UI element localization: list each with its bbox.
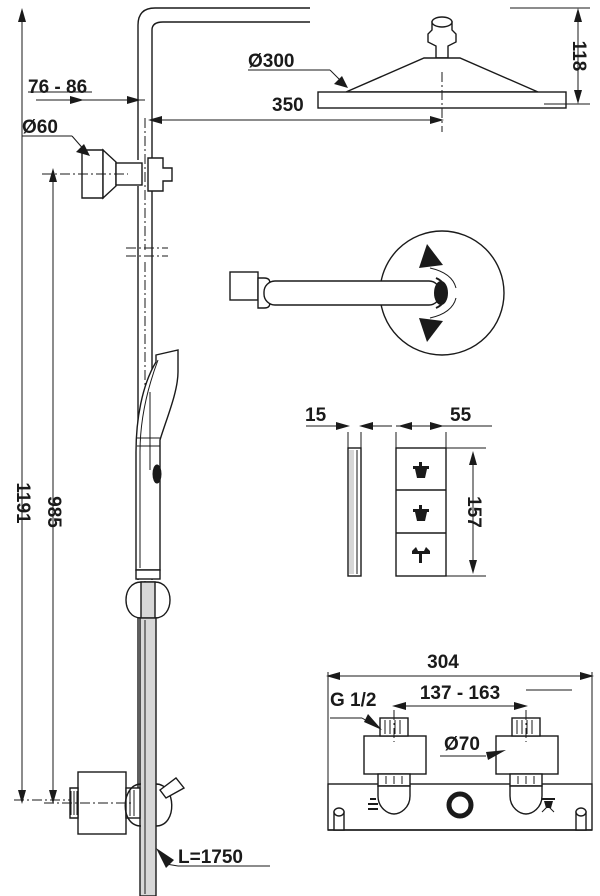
dim-label-hose: L=1750	[178, 847, 243, 868]
dim-label-985: 985	[43, 496, 64, 528]
dimension-head-height: 118	[510, 7, 590, 105]
dimension-bracket-diameter: Ø60	[22, 117, 90, 156]
hand-shower-icon	[413, 505, 429, 521]
thermostatic-valve-detail-view	[327, 710, 593, 831]
arm-swivel-detail-view	[229, 230, 505, 356]
temperature-icon	[368, 798, 378, 810]
dimension-group-panel: 15 55 157	[305, 405, 492, 577]
dimension-bracket-offset: 76 - 86	[28, 77, 145, 104]
dim-label-157: 157	[463, 496, 484, 528]
dim-label-1191: 1191	[12, 482, 33, 524]
panel-front-face	[395, 447, 447, 577]
dimension-inlet-centers: 137 - 163	[392, 683, 572, 710]
dimension-escutcheon-diameter: Ø70	[440, 734, 506, 760]
shower-hose	[139, 617, 157, 896]
hand-shower	[135, 349, 179, 571]
dimension-group-main: 1191 985 76 - 86 Ø60	[12, 7, 590, 868]
dim-label-137-163: 137 - 163	[420, 683, 500, 704]
valve-right-inlet	[495, 710, 559, 815]
hand-shower-holder	[125, 569, 171, 619]
dimension-arm-projection: 350	[148, 95, 444, 124]
riser-break-marker	[126, 247, 168, 257]
dimension-total-height: 1191	[12, 8, 33, 804]
dim-label-d70: Ø70	[444, 734, 480, 755]
wall-bracket	[42, 148, 173, 200]
valve-body-elevation	[44, 771, 186, 835]
dim-label-304: 304	[427, 652, 459, 673]
dimension-panel-depth: 15	[305, 405, 392, 450]
dim-label-350: 350	[272, 95, 304, 116]
shower-head-assembly	[317, 16, 567, 132]
control-panel-detail-view	[347, 447, 447, 577]
dim-label-76-86: 76 - 86	[28, 77, 87, 98]
dim-label-118: 118	[568, 41, 589, 72]
dimension-inlet-thread: G 1/2	[330, 690, 382, 730]
dim-label-55: 55	[450, 405, 472, 426]
panel-side-profile	[347, 447, 362, 577]
thermostat-icon	[412, 547, 430, 563]
dim-label-d60: Ø60	[22, 117, 58, 138]
dim-label-g12: G 1/2	[330, 690, 376, 711]
overhead-shower-icon	[413, 462, 429, 478]
dimension-head-diameter: Ø300	[248, 51, 348, 88]
dimension-valve-width: 304	[326, 652, 594, 784]
dimension-valve-height: 985	[43, 168, 64, 804]
flow-icon	[541, 798, 555, 813]
dimension-hose-length: L=1750	[156, 847, 270, 868]
dimension-panel-height: 157	[446, 447, 486, 577]
dimension-panel-width: 55	[395, 405, 492, 450]
main-elevation-view	[42, 7, 567, 896]
valve-left-inlet	[363, 710, 427, 815]
valve-outlet-ring	[446, 791, 474, 819]
dim-label-d300: Ø300	[248, 51, 294, 72]
dim-label-15: 15	[305, 405, 327, 426]
dimension-group-valve: 304 137 - 163 G 1/2 Ø70	[326, 652, 594, 784]
